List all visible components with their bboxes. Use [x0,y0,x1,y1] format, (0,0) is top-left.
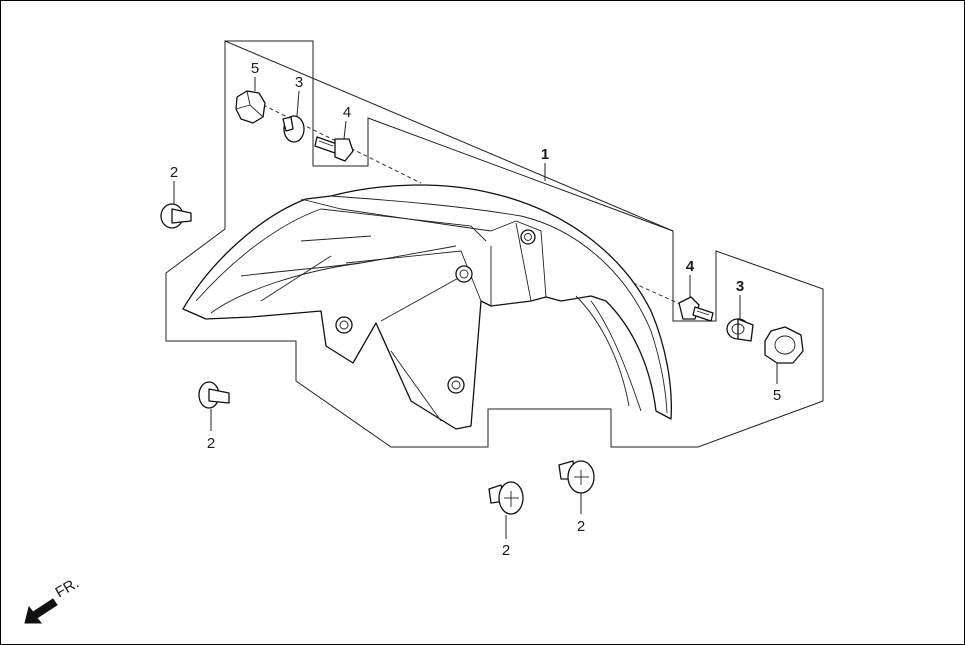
rivet-left-bottom [198,381,230,409]
callout-grommet-right: 5 [773,387,781,404]
rivet-bottom-center [488,481,524,515]
callout-bolt-right: 4 [686,258,695,275]
collar-right [726,318,754,342]
callout-rivet-left-top: 2 [170,164,178,181]
callout-collar-right: 3 [736,278,744,295]
callout-rivet-bottom-center: 2 [502,542,510,559]
front-direction-label: FR. [53,575,82,602]
rivet-left-top [160,203,192,229]
front-direction-arrow-icon [24,598,58,624]
callout-grommet-left: 5 [251,60,259,77]
grommet-right [764,326,804,364]
callout-collar-left: 3 [295,74,303,91]
rivet-bottom-right [558,460,595,494]
callout-fender: 1 [541,146,549,163]
front-fender [182,184,672,430]
main-group-frame [165,40,824,448]
callout-rivet-left-bottom: 2 [207,435,215,452]
bolt-right [678,296,714,322]
bolt-left [314,136,354,162]
collar-left [282,115,305,143]
grommet-left [235,90,266,124]
callout-bolt-left: 4 [343,104,351,121]
callout-rivet-bottom-right: 2 [577,518,585,535]
